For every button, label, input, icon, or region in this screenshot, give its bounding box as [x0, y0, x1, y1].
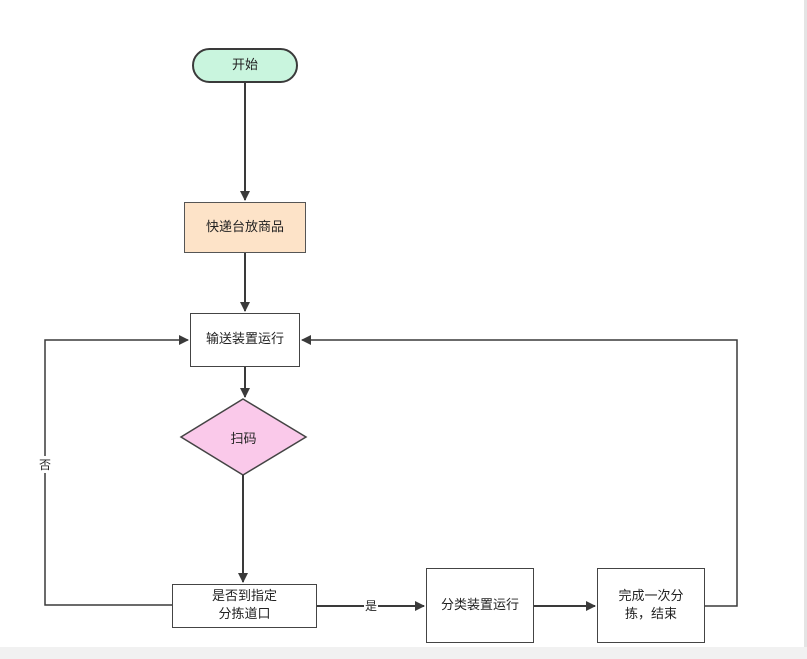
- start-node: 开始: [192, 48, 298, 83]
- finish-label-line1: 完成一次分: [618, 588, 684, 604]
- scan-node: 扫码: [181, 399, 306, 475]
- finish-node: 完成一次分 拣，结束: [597, 568, 705, 643]
- conveyor-node: 输送装置运行: [190, 313, 300, 367]
- put-item-label: 快递台放商品: [205, 219, 284, 235]
- screenshot-right-edge: [804, 0, 807, 659]
- put-item-node: 快递台放商品: [184, 202, 306, 253]
- start-label: 开始: [231, 57, 258, 73]
- edge-finish-loop: [301, 335, 738, 607]
- finish-label-line2: 拣，结束: [624, 606, 677, 622]
- sort-run-node: 分类装置运行: [426, 568, 534, 643]
- edge-decision-no-loop: [44, 335, 189, 606]
- scan-label: 扫码: [230, 431, 257, 447]
- decision-node: 是否到指定 分拣道口: [172, 584, 317, 628]
- decision-label-line1: 是否到指定: [211, 589, 277, 604]
- conveyor-label: 输送装置运行: [205, 332, 284, 347]
- edge-label-yes: 是: [364, 597, 379, 614]
- edge-label-no: 否: [38, 456, 53, 473]
- decision-label-line2: 分拣道口: [218, 607, 271, 622]
- sort-run-label: 分类装置运行: [440, 597, 519, 613]
- screenshot-bottom-edge: [0, 647, 807, 659]
